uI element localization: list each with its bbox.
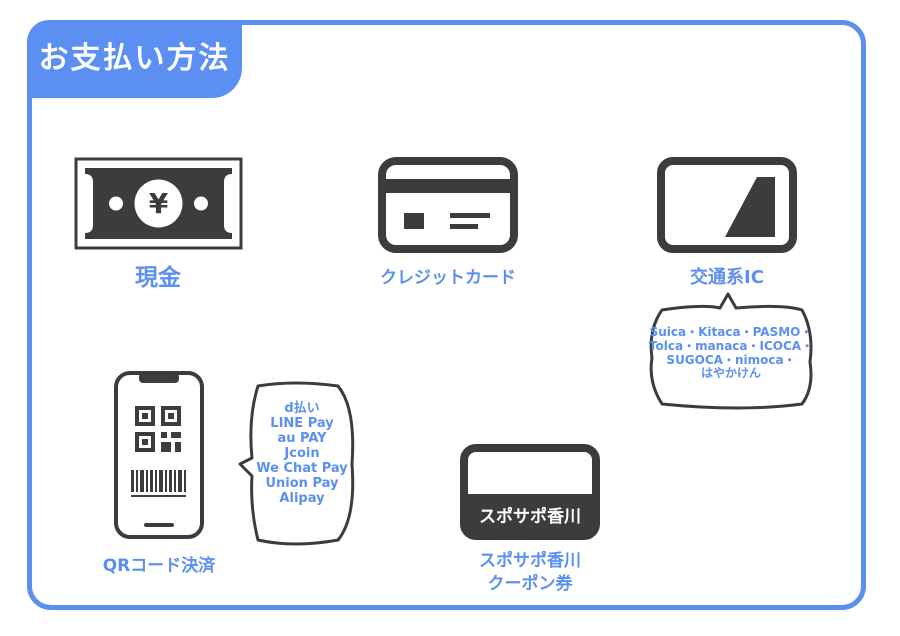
yen-symbol: ¥ <box>149 187 169 220</box>
banknote-icon: ¥ <box>74 157 243 250</box>
ic-speech-bubble <box>649 292 813 410</box>
credit-card-label: クレジットカード <box>380 268 516 288</box>
qr-service-item: Alipay <box>279 490 325 506</box>
qr-service-item: LINE Pay <box>270 415 334 431</box>
ic-card-list-line: Tolca・manaca・ICOCA・ <box>648 338 814 353</box>
ic-card-list-line: はやかけん <box>700 366 761 381</box>
qr-service-item: We Chat Pay <box>256 460 348 476</box>
ic-label: 交通系IC <box>690 267 764 288</box>
ic-card-list: Suica・Kitaca・PASMO・ Tolca・manaca・ICOCA・ … <box>642 325 820 381</box>
qr-service-item: Jcoin <box>284 445 320 461</box>
coupon-card-icon <box>460 444 600 540</box>
barcode-icon <box>131 470 186 497</box>
qr-service-item: d払い <box>284 401 320 416</box>
coupon-label-line2: クーポン券 <box>487 574 573 594</box>
credit-card-icon <box>378 157 518 253</box>
cash-label: 現金 <box>135 265 181 291</box>
qr-speech-bubble <box>238 381 355 546</box>
page-title: お支払い方法 <box>27 20 242 98</box>
ic-card-list-line: SUGOCA・nimoca・ <box>666 352 796 367</box>
ic-card-icon <box>657 157 797 253</box>
qr-service-list: d払い LINE Pay au PAY Jcoin We Chat Pay Un… <box>246 401 358 507</box>
qr-service-item: Union Pay <box>265 475 339 491</box>
coupon-card-text: スポサポ香川 <box>479 507 581 527</box>
qr-code-icon <box>135 406 181 452</box>
coupon-label-line1: スポサポ香川 <box>479 551 581 571</box>
qr-label: QRコード決済 <box>102 556 216 576</box>
ic-card-list-line: Suica・Kitaca・PASMO・ <box>649 325 813 339</box>
smartphone-qr-icon <box>114 371 204 539</box>
qr-service-item: au PAY <box>277 430 327 446</box>
